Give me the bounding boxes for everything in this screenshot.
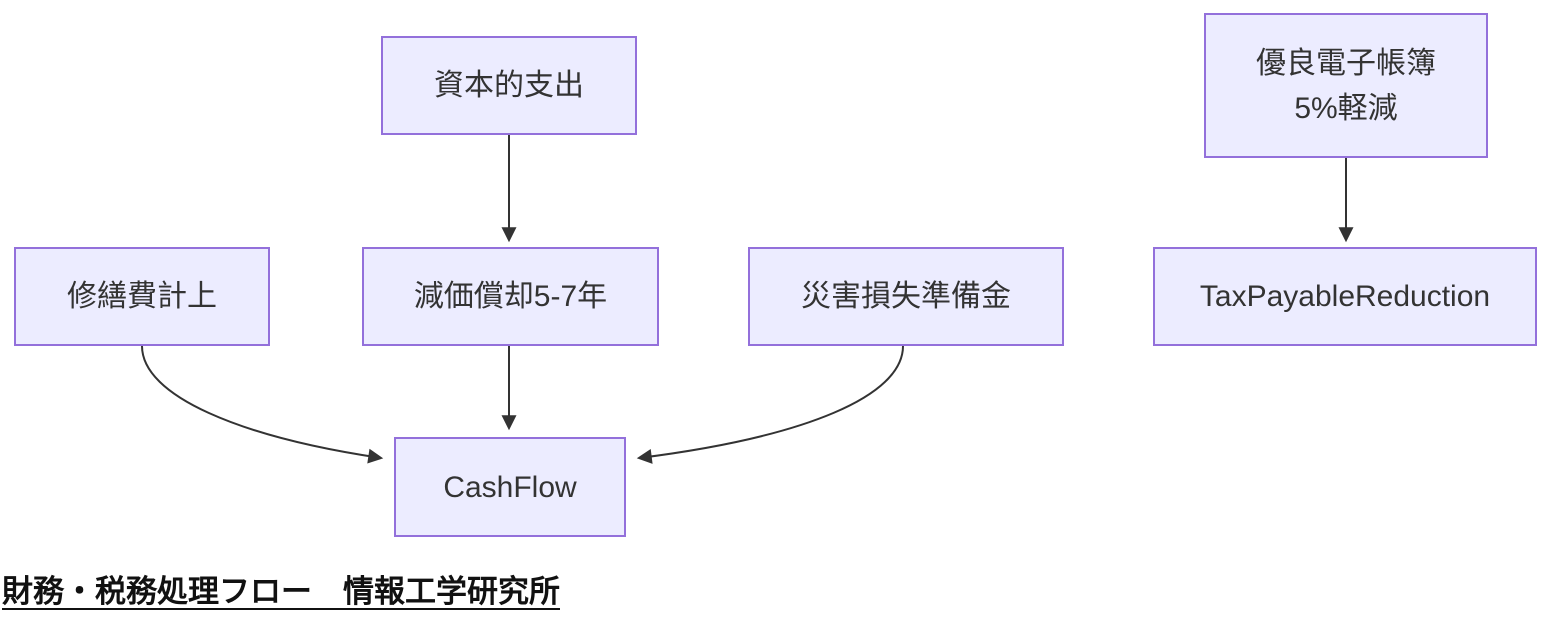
node-label: 資本的支出 (434, 69, 584, 102)
diagram-caption: 財務・税務処理フロー 情報工学研究所 (2, 574, 560, 609)
node-tax-payable-reduction: TaxPayableReduction (1153, 247, 1537, 346)
node-label: 減価償却5-7年 (413, 280, 608, 313)
node-excellent-ledger: 優良電子帳簿 5%軽減 (1204, 13, 1488, 158)
node-label: TaxPayableReduction (1199, 280, 1491, 313)
node-label-line2: 5%軽減 (1294, 91, 1398, 125)
node-label: 修繕費計上 (67, 280, 217, 313)
node-repair-expense: 修繕費計上 (14, 247, 270, 346)
node-label: CashFlow (443, 470, 577, 504)
node-disaster-loss-reserve: 災害損失準備金 (748, 247, 1064, 346)
node-label: 災害損失準備金 (801, 280, 1011, 313)
node-depreciation: 減価償却5-7年 (362, 247, 659, 346)
node-cashflow: CashFlow (394, 437, 626, 537)
edge-disaster-loss-reserve-to-cashflow (636, 345, 904, 464)
edge-repair-expense-to-cashflow (141, 345, 384, 464)
node-label-line1: 優良電子帳簿 (1256, 46, 1436, 80)
node-capital-expenditure: 資本的支出 (381, 36, 637, 135)
